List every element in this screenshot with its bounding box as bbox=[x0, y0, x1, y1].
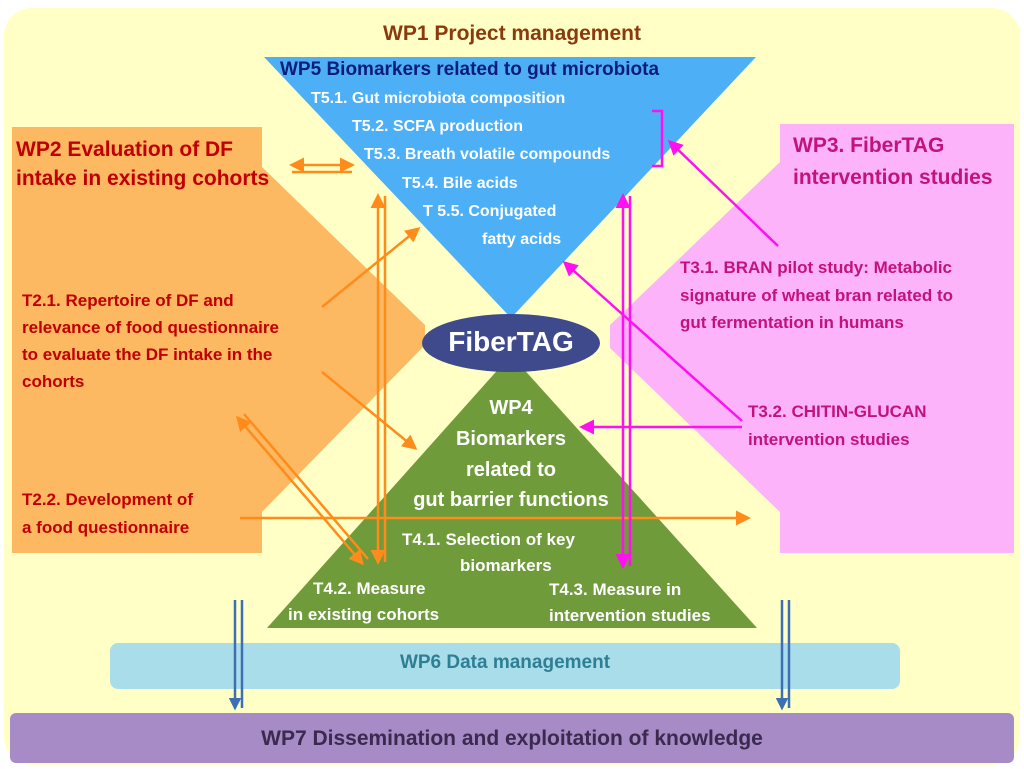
wp2-t21-line2: relevance of food questionnaire bbox=[22, 318, 279, 337]
magenta-arrows bbox=[562, 139, 779, 569]
wp4-t43-line2: intervention studies bbox=[549, 606, 711, 625]
wp3-title-line1: WP3. FiberTAG bbox=[793, 134, 945, 157]
orange-arrow-t21-to-wp4 bbox=[321, 371, 418, 450]
wp4-t43-line1: T4.3. Measure in bbox=[549, 580, 682, 599]
wp5-task-t55: T 5.5. Conjugated bbox=[423, 203, 557, 220]
wp4-t41-line2: biomarkers bbox=[460, 556, 552, 575]
wp5-task-t55-cont: fatty acids bbox=[482, 231, 562, 248]
orange-arrows bbox=[236, 157, 751, 566]
wp2-t21-line3: to evaluate the DF intake in the bbox=[22, 345, 273, 364]
wp4-title-line2: Biomarkers bbox=[455, 428, 567, 450]
wp4-t41-line1: T4.1. Selection of key bbox=[402, 530, 575, 549]
wp5-task-t54: T5.4. Bile acids bbox=[402, 175, 518, 192]
wp5-task-t53: T5.3. Breath volatile compounds bbox=[364, 146, 611, 163]
wp5-title: WP5 Biomarkers related to gut microbiota bbox=[280, 59, 660, 80]
wp3-t32-line2: intervention studies bbox=[748, 430, 910, 449]
wp3-t31-line3: gut fermentation in humans bbox=[680, 313, 904, 332]
wp3-t31-line2: signature of wheat bran related to bbox=[680, 286, 953, 305]
wp5-task-t52: T5.2. SCFA production bbox=[352, 118, 523, 135]
orange-arrow-t21-to-wp5 bbox=[321, 227, 421, 308]
wp3-pink-shape bbox=[610, 124, 1014, 553]
t5-bracket bbox=[652, 109, 664, 168]
wp4-title-line3: related to bbox=[465, 459, 557, 481]
wp2-title-line2: intake in existing cohorts bbox=[16, 167, 270, 190]
magenta-arrow-t31-to-t5 bbox=[667, 139, 779, 247]
wp3-t31-line1: T3.1. BRAN pilot study: Metabolic bbox=[680, 258, 953, 277]
wp2-title-line1: WP2 Evaluation of DF bbox=[16, 138, 234, 161]
wp2-t22-line1: T2.2. Development of bbox=[22, 490, 193, 509]
wp5-task-t51: T5.1. Gut microbiota composition bbox=[311, 90, 566, 107]
wp7-box bbox=[10, 713, 1014, 763]
wp4-green-triangle bbox=[267, 355, 757, 628]
wp6-box bbox=[110, 643, 900, 689]
wp4-t42-line2: in existing cohorts bbox=[288, 605, 440, 624]
wp7-title: WP7 Dissemination and exploitation of kn… bbox=[261, 727, 763, 750]
wp3-t32-line1: T3.2. CHITIN-GLUCAN bbox=[748, 402, 927, 421]
blue-down-arrows bbox=[228, 600, 791, 711]
magenta-arrow-t32-to-t55 bbox=[562, 261, 743, 422]
orange-diagonal-arrow-b bbox=[243, 413, 369, 560]
wp2-t21-line1: T2.1. Repertoire of DF and bbox=[22, 291, 234, 310]
fibertag-ellipse bbox=[422, 314, 600, 372]
wp4-title-line1: WP4 bbox=[489, 397, 533, 419]
wp3-title-line2: intervention studies bbox=[793, 166, 993, 189]
wp4-t42-line1: T4.2. Measure bbox=[313, 579, 426, 598]
fibertag-label: FiberTAG bbox=[448, 326, 574, 357]
wp4-title-line4: gut barrier functions bbox=[413, 489, 609, 511]
wp5-blue-triangle bbox=[264, 57, 756, 318]
wp2-t22-line2: a food questionnaire bbox=[22, 518, 190, 537]
wp2-t21-line4: cohorts bbox=[22, 372, 85, 391]
wp1-title: WP1 Project management bbox=[383, 22, 641, 45]
orange-diagonal-arrow-a bbox=[236, 415, 364, 566]
wp6-title: WP6 Data management bbox=[399, 652, 611, 673]
